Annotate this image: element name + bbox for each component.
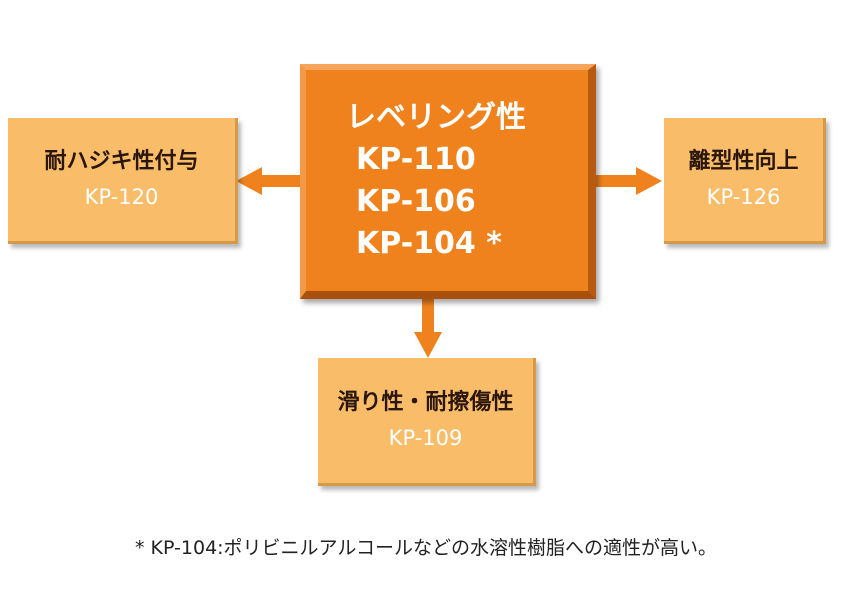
center-product-2: KP-106 <box>356 183 476 219</box>
right-box-release: 離型性向上 KP-126 <box>664 118 826 244</box>
right-code: KP-126 <box>706 185 781 210</box>
center-product-1: KP-110 <box>356 141 476 177</box>
bottom-title: 滑り性・耐擦傷性 <box>337 389 514 415</box>
arrow-to-bottom <box>414 298 442 358</box>
center-box-leveling: レベリング性 KP-110 KP-106 KP-104 * <box>300 64 596 299</box>
arrow-to-right <box>594 167 662 195</box>
left-code: KP-120 <box>84 185 159 210</box>
right-title: 離型性向上 <box>688 148 799 174</box>
center-product-3: KP-104 * <box>356 225 502 261</box>
left-title: 耐ハジキ性付与 <box>44 148 199 174</box>
arrow-to-left <box>236 167 302 195</box>
left-box-anti-cratering: 耐ハジキ性付与 KP-120 <box>8 118 238 244</box>
bottom-box-slip-scratch: 滑り性・耐擦傷性 KP-109 <box>318 358 536 486</box>
center-title: レベリング性 <box>346 99 526 135</box>
footnote: * KP-104:ポリビニルアルコールなどの水溶性樹脂への適性が高い。 <box>135 537 717 559</box>
bottom-code: KP-109 <box>388 426 463 451</box>
